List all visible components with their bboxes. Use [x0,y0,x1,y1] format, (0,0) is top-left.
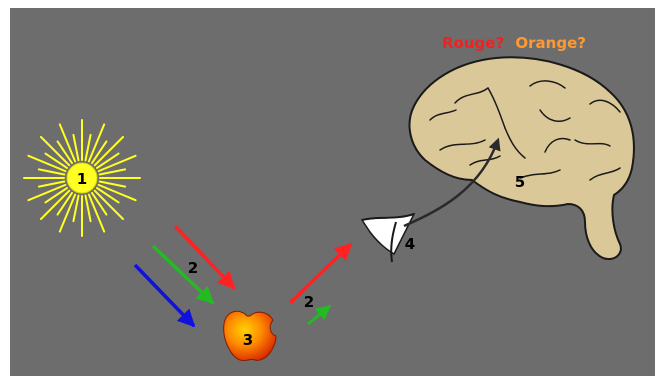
incident-rays-label: 2 [188,259,198,277]
sun-label: 1 [77,170,87,188]
sun-ray [97,183,137,202]
sun-ray [95,187,120,204]
question-red: Rouge? [442,34,504,52]
incident-red-ray [173,224,236,290]
optic-nerve-arrow [403,137,501,228]
sun-ray [27,154,67,173]
incident-green-ray [151,244,215,305]
sun-ray [91,140,108,165]
eye-label: 4 [405,235,415,253]
sun-ray [56,191,73,216]
sun-ray [98,180,127,188]
brain-icon [408,56,635,260]
apple-icon [223,310,277,362]
sun-ray [91,191,108,216]
sun-ray [84,133,92,162]
sun-icon [23,119,141,237]
sun-ray [58,123,77,163]
reflected-green-ray [307,304,332,326]
sun-ray [37,168,66,176]
sun-ray [44,152,69,169]
eye-icon [360,212,416,263]
sun-ray [39,189,71,221]
sun-ray [93,189,125,221]
sun-ray [72,133,80,162]
sun-ray [93,135,125,167]
sun-ray [95,152,120,169]
incident-blue-ray [133,263,196,328]
sun-ray [84,194,92,223]
sun-ray [44,187,69,204]
question-orange: Orange? [515,34,586,52]
brain-label: 5 [515,173,525,191]
sun-ray [98,168,127,176]
apple-label: 3 [243,331,253,349]
sun-ray [56,140,73,165]
sun-ray [72,194,80,223]
sun-ray [58,193,77,233]
sun-ray [97,154,137,173]
reflected-red-ray [288,242,353,305]
sun-ray [27,183,67,202]
sun-ray [87,193,106,233]
sun-ray [37,180,66,188]
reflected-rays-label: 2 [304,293,314,311]
sun-ray [87,123,106,163]
sun-ray [39,135,71,167]
question-text: Rouge? Orange? [442,34,586,52]
